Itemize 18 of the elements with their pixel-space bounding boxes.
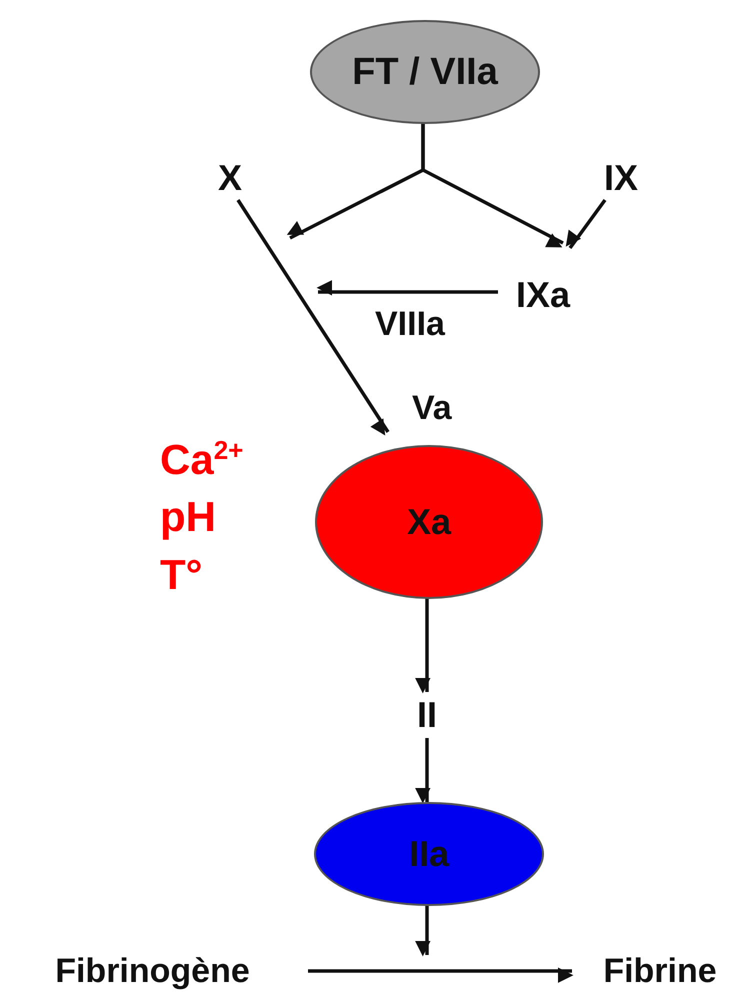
cofactor-text: Va	[412, 389, 452, 428]
condition-label: pH	[160, 493, 216, 541]
factor-label: II	[416, 694, 437, 736]
arrow	[308, 968, 574, 983]
enzyme-label: IIa	[408, 833, 450, 875]
factor-label: IXa	[516, 274, 570, 316]
arrow	[415, 738, 430, 804]
arrow	[566, 198, 606, 250]
enzyme-label: FT / VIIa	[352, 50, 498, 94]
condition-label: T°	[160, 551, 202, 599]
factor-label: Fibrinogène	[55, 952, 250, 990]
arrow	[316, 280, 498, 296]
condition-label: Ca$^{2+}$	[160, 435, 244, 484]
factor-label: IX	[604, 157, 638, 199]
factor-label: X	[218, 157, 242, 199]
arrow	[236, 199, 390, 436]
enzyme-label: Xa	[406, 501, 452, 543]
factor-label: Fibrine	[603, 952, 717, 990]
